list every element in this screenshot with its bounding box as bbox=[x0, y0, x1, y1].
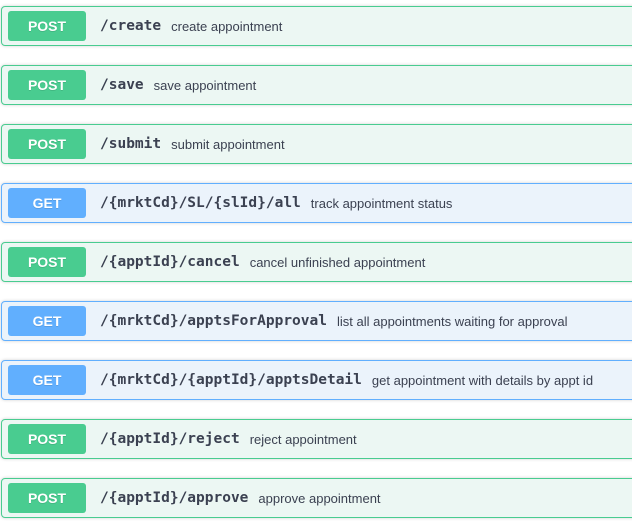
operation-description: cancel unfinished appointment bbox=[249, 254, 426, 270]
operation-description: get appointment with details by appt id bbox=[371, 372, 594, 388]
operation-description: save appointment bbox=[153, 77, 257, 93]
operation-path: /submit bbox=[100, 136, 162, 152]
operation-save[interactable]: POST /save save appointment bbox=[1, 65, 632, 105]
operation-path: /save bbox=[100, 77, 144, 93]
method-badge: POST bbox=[8, 424, 86, 454]
operation-cancel[interactable]: POST /{apptId}/cancel cancel unfinished … bbox=[1, 242, 632, 282]
operation-path: /{mrktCd}/apptsForApproval bbox=[100, 313, 327, 329]
operation-path: /{apptId}/reject bbox=[100, 431, 240, 447]
method-badge: POST bbox=[8, 129, 86, 159]
method-badge: GET bbox=[8, 306, 86, 336]
operation-reject[interactable]: POST /{apptId}/reject reject appointment bbox=[1, 419, 632, 459]
method-badge: POST bbox=[8, 247, 86, 277]
operation-path: /{mrktCd}/SL/{slId}/all bbox=[100, 195, 301, 211]
operation-description: reject appointment bbox=[249, 431, 357, 447]
method-badge: GET bbox=[8, 365, 86, 395]
operation-approve[interactable]: POST /{apptId}/approve approve appointme… bbox=[1, 478, 632, 518]
method-badge: POST bbox=[8, 11, 86, 41]
operation-description: approve appointment bbox=[258, 490, 381, 506]
operation-create[interactable]: POST /create create appointment bbox=[1, 6, 632, 46]
operation-submit[interactable]: POST /submit submit appointment bbox=[1, 124, 632, 164]
operation-description: list all appointments waiting for approv… bbox=[336, 313, 568, 329]
operation-path: /{mrktCd}/{apptId}/apptsDetail bbox=[100, 372, 362, 388]
operation-description: submit appointment bbox=[171, 136, 285, 152]
method-badge: POST bbox=[8, 70, 86, 100]
operation-path: /{apptId}/cancel bbox=[100, 254, 240, 270]
operation-track-status[interactable]: GET /{mrktCd}/SL/{slId}/all track appoin… bbox=[1, 183, 632, 223]
method-badge: GET bbox=[8, 188, 86, 218]
operation-appts-for-approval[interactable]: GET /{mrktCd}/apptsForApproval list all … bbox=[1, 301, 632, 341]
method-badge: POST bbox=[8, 483, 86, 513]
operation-path: /create bbox=[100, 18, 162, 34]
operation-description: create appointment bbox=[171, 18, 283, 34]
operation-appts-detail[interactable]: GET /{mrktCd}/{apptId}/apptsDetail get a… bbox=[1, 360, 632, 400]
operation-path: /{apptId}/approve bbox=[100, 490, 249, 506]
operation-description: track appointment status bbox=[310, 195, 453, 211]
